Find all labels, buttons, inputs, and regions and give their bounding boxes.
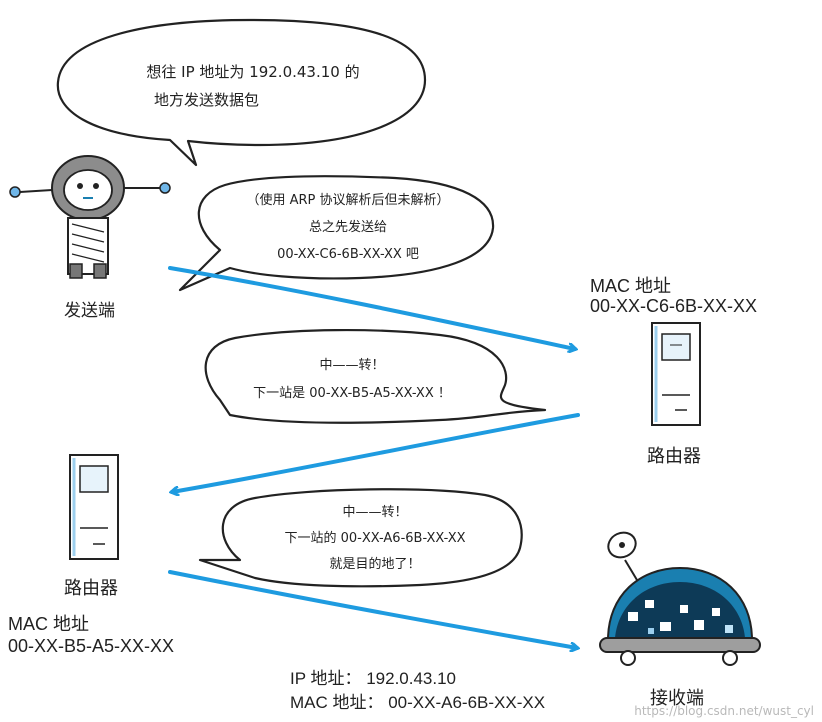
bubble-top-line-1: 想往 IP 地址为 192.0.43.10 的	[146, 63, 360, 81]
receiver-ip: IP 地址： 192.0.43.10	[290, 669, 457, 688]
bubble-top-text: 想往 IP 地址为 192.0.43.10 的 地方发送数据包	[118, 58, 388, 114]
bubble-top	[56, 18, 427, 167]
router-right-mac: 00-XX-C6-6B-XX-XX	[590, 296, 758, 316]
arrow-sender-to-router	[168, 266, 575, 349]
bubble-relay1-line-2: 下一站是 00-XX-B5-A5-XX-XX ！	[253, 386, 451, 401]
router-right-label: 路由器	[647, 446, 701, 466]
bubble-arp-line-1: （使用 ARP 协议解析后但未解析）	[246, 193, 450, 208]
bubble-top-line-2: 地方发送数据包	[154, 91, 260, 109]
bubble-relay2-line-2: 下一站的 00-XX-A6-6B-XX-XX	[284, 531, 466, 546]
bubble-relay2-line-1: 中——转！	[342, 505, 408, 520]
arrows	[168, 266, 580, 648]
arrow-router-to-router	[172, 413, 580, 492]
bubble-relay1-text: 中——转！ 下一站是 00-XX-B5-A5-XX-XX ！	[222, 352, 482, 408]
bubble-relay1-line-1: 中——转！	[319, 358, 385, 373]
watermark: https://blog.csdn.net/wust_cyl	[634, 704, 814, 718]
arrow-router-to-receiver	[168, 570, 577, 648]
router-right-mac-title: MAC 地址	[590, 276, 671, 296]
router-left-mac: 00-XX-B5-A5-XX-XX	[8, 636, 175, 656]
sender-robot-icon	[9, 155, 171, 279]
sender-label: 发送端	[64, 301, 115, 320]
bubble-arp-line-2: 总之先发送给	[308, 220, 387, 235]
bubble-relay2	[198, 488, 523, 588]
bubble-arp	[178, 175, 495, 292]
router-right-icon	[651, 322, 701, 426]
router-left-icon	[69, 454, 119, 560]
bubble-arp-text: （使用 ARP 协议解析后但未解析） 总之先发送给 00-XX-C6-6B-XX…	[218, 187, 478, 268]
bubble-arp-line-3: 00-XX-C6-6B-XX-XX 吧	[277, 247, 419, 262]
router-left-mac-title: MAC 地址	[8, 614, 89, 634]
router-left-label: 路由器	[64, 578, 118, 598]
receiver-label: 接收端	[650, 688, 704, 708]
bubble-relay2-text: 中——转！ 下一站的 00-XX-A6-6B-XX-XX 就是目的地了！	[245, 500, 505, 578]
receiver-mac: MAC 地址： 00-XX-A6-6B-XX-XX	[290, 693, 546, 712]
receiver-robot-icon	[599, 531, 761, 666]
bubble-relay2-line-3: 就是目的地了！	[329, 557, 421, 572]
bubble-relay1	[204, 328, 547, 424]
